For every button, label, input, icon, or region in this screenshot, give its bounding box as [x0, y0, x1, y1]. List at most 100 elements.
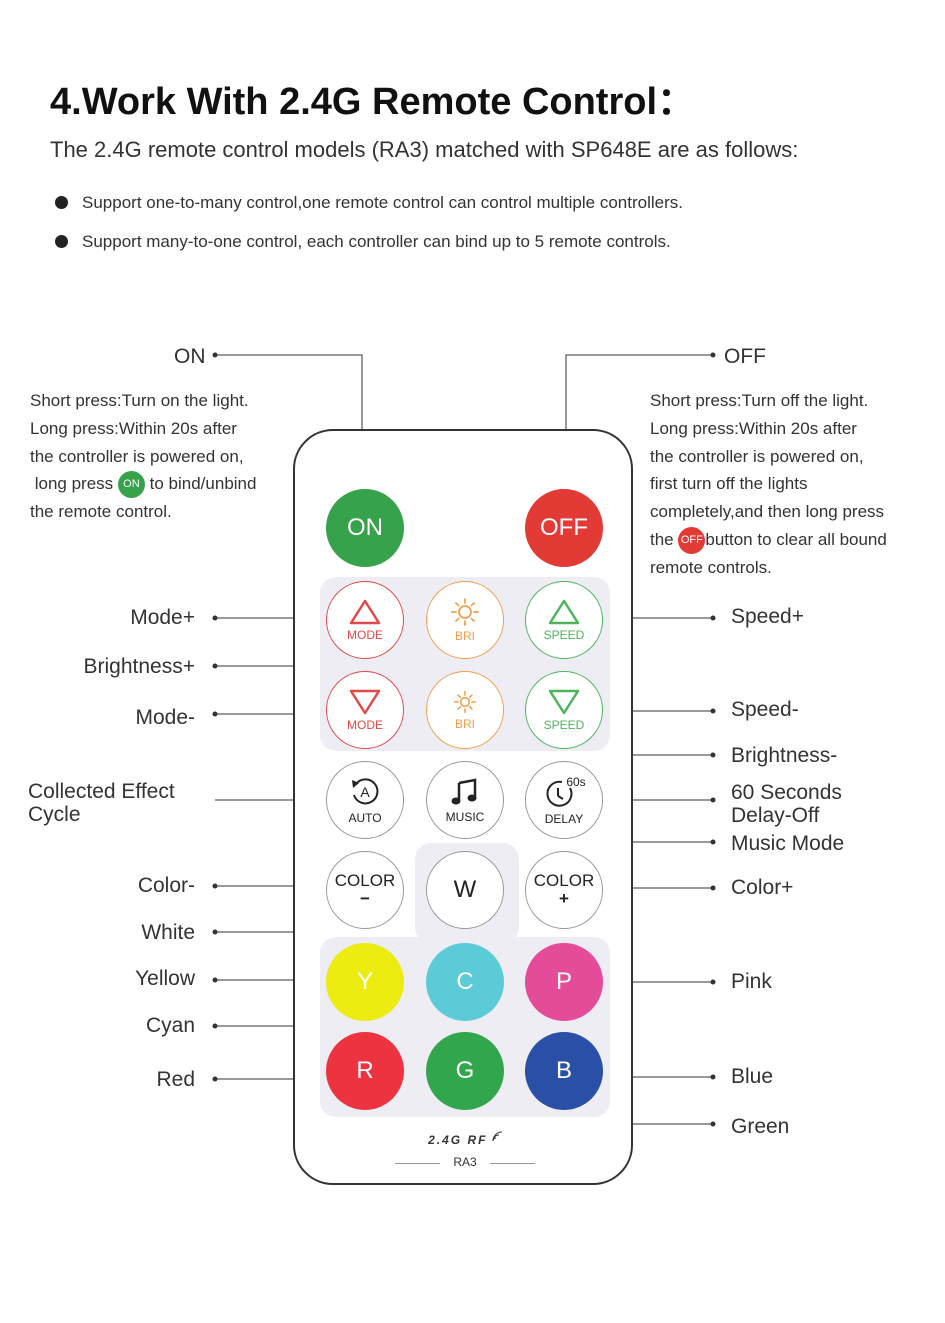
yellow-label: Y: [356, 968, 373, 995]
on-description: Short press:Turn on the light. Long pres…: [30, 387, 256, 526]
triangle-down-icon: [548, 689, 580, 715]
music-button[interactable]: MUSIC: [426, 761, 504, 839]
on-desc-line: long press ON to bind/unbind: [30, 470, 257, 499]
brightness-plus-button[interactable]: BRI: [426, 581, 504, 659]
off-description: Short press:Turn off the light. Long pre…: [650, 387, 887, 582]
brightness-plus-label: BRI: [454, 629, 475, 643]
off-desc-line: remote controls.: [650, 558, 772, 577]
bullet-item: Support many-to-one control, each contro…: [55, 232, 671, 252]
timer-icon: 60s: [546, 775, 586, 807]
remote-control: ON OFF MODE BRI SPEED MODE: [293, 429, 633, 1185]
on-desc-line: Long press:Within 20s after: [30, 418, 237, 438]
label-red: Red: [156, 1068, 195, 1091]
sun-icon: [451, 598, 479, 626]
blue-button[interactable]: B: [525, 1032, 603, 1110]
mode-minus-label: MODE: [347, 718, 383, 732]
sun-small-icon: [453, 690, 477, 714]
label-mode-minus: Mode-: [135, 706, 195, 729]
label-off: OFF: [724, 345, 766, 368]
on-desc-line: Short press:Turn on the light.: [30, 391, 249, 410]
label-collected-line1: Collected Effect: [28, 780, 175, 803]
speed-minus-label: SPEED: [543, 718, 585, 732]
label-music-mode: Music Mode: [731, 832, 845, 855]
off-desc-line: first turn off the lights: [650, 474, 808, 494]
triangle-up-icon: [349, 599, 381, 625]
speed-minus-button[interactable]: SPEED: [525, 671, 603, 749]
green-button[interactable]: G: [426, 1032, 504, 1110]
white-label: W: [453, 876, 477, 903]
auto-glyph: A: [360, 784, 370, 800]
speed-plus-button[interactable]: SPEED: [525, 581, 603, 659]
red-label: R: [356, 1057, 374, 1084]
color-plus-label: COLOR: [533, 871, 595, 890]
mode-minus-button[interactable]: MODE: [326, 671, 404, 749]
label-color-minus: Color-: [137, 874, 195, 897]
triangle-up-icon: [548, 599, 580, 625]
label-mode-plus: Mode+: [130, 606, 195, 629]
off-button-label: OFF: [540, 514, 588, 541]
color-minus-button[interactable]: COLOR −: [326, 851, 404, 929]
delay-glyph: 60s: [566, 775, 585, 789]
page-title: 4.Work With 2.4G Remote Control：: [50, 81, 696, 123]
red-button[interactable]: R: [326, 1032, 404, 1110]
auto-button[interactable]: A AUTO: [326, 761, 404, 839]
delay-label: DELAY: [544, 812, 584, 826]
label-blue: Blue: [731, 1065, 774, 1088]
plus-icon: +: [559, 889, 569, 908]
yellow-button[interactable]: Y: [326, 943, 404, 1021]
label-cyan: Cyan: [145, 1014, 195, 1037]
off-desc-line: Long press:Within 20s after: [650, 418, 857, 438]
on-desc-line: the remote control.: [30, 502, 172, 522]
label-white: White: [141, 921, 195, 944]
music-label: MUSIC: [445, 810, 485, 824]
label-on: ON: [174, 345, 206, 368]
off-desc-text: the: [650, 529, 674, 549]
on-button-label: ON: [347, 514, 383, 541]
on-button[interactable]: ON: [326, 489, 404, 567]
triangle-down-icon: [349, 689, 381, 715]
off-desc-text: button to clear all bound: [705, 529, 887, 549]
brightness-minus-button[interactable]: BRI: [426, 671, 504, 749]
mode-plus-label: MODE: [347, 628, 383, 642]
label-brightness-plus: Brightness+: [83, 655, 195, 678]
rf-label: 2.4G RF: [428, 1133, 488, 1147]
label-delay-line1: 60 Seconds: [731, 781, 842, 804]
bullet-text: Support many-to-one control, each contro…: [82, 232, 671, 251]
delay-button[interactable]: 60s DELAY: [525, 761, 603, 839]
page-subtitle: The 2.4G remote control models (RA3) mat…: [50, 137, 799, 162]
rf-logo: 2.4G RF: [295, 1131, 635, 1149]
bullet-item: Support one-to-many control,one remote c…: [55, 193, 683, 213]
blue-label: B: [555, 1057, 572, 1084]
off-desc-line: Short press:Turn off the light.: [650, 391, 869, 410]
color-minus-label: COLOR: [334, 871, 396, 890]
on-desc-text: long press: [34, 474, 114, 494]
off-chip-icon: OFF: [678, 527, 706, 554]
label-delay-line2: Delay-Off: [731, 804, 820, 827]
label-collected-line2: Cycle: [28, 803, 81, 826]
speed-plus-label: SPEED: [543, 628, 585, 642]
mode-plus-button[interactable]: MODE: [326, 581, 404, 659]
off-button[interactable]: OFF: [525, 489, 603, 567]
minus-icon: −: [360, 889, 370, 908]
bullet-dot-icon: [55, 196, 68, 209]
off-desc-line: the controller is powered on,: [650, 446, 864, 466]
music-note-icon: [451, 778, 477, 805]
color-plus-button[interactable]: COLOR +: [525, 851, 603, 929]
label-yellow: Yellow: [135, 967, 195, 990]
on-desc-text: to bind/unbind: [149, 474, 257, 494]
cycle-icon: A: [352, 778, 379, 805]
pink-button[interactable]: P: [525, 943, 603, 1021]
pink-label: P: [555, 968, 572, 995]
signal-icon: [492, 1131, 502, 1142]
label-green: Green: [731, 1115, 790, 1138]
label-speed-minus: Speed-: [731, 698, 799, 721]
label-speed-plus: Speed+: [731, 605, 804, 628]
auto-label: AUTO: [348, 811, 382, 825]
cyan-button[interactable]: C: [426, 943, 504, 1021]
white-button[interactable]: W: [426, 851, 504, 929]
brightness-minus-label: BRI: [454, 717, 475, 731]
green-label: G: [455, 1057, 475, 1084]
